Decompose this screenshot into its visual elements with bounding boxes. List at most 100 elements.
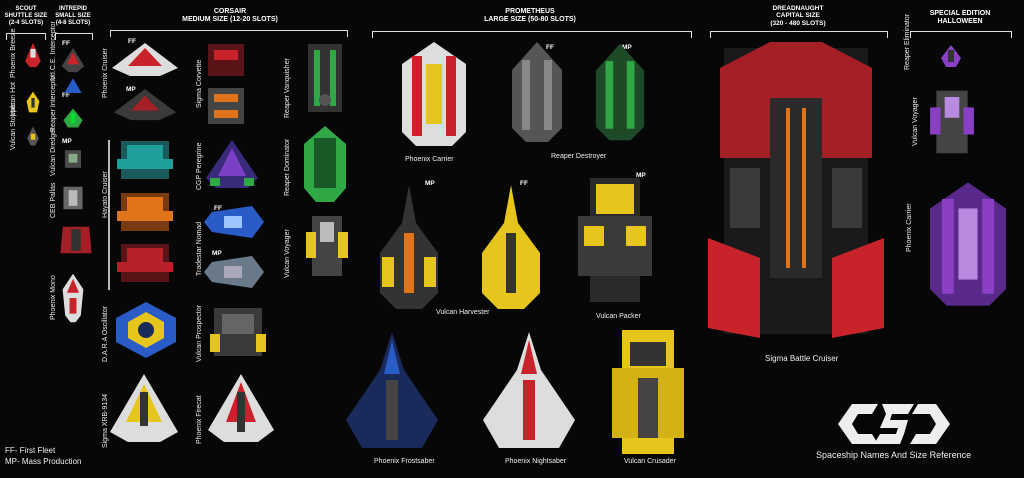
header-special-line2: HALLOWEEN: [937, 18, 983, 26]
header-scout-line3: (2-4 SLOTS): [8, 19, 44, 26]
tag-ff-phoenix-cruiser: FF: [128, 38, 136, 45]
label-phoenix-mono: Phoenix Mono: [50, 275, 57, 320]
ship-vulcan-voyager: [304, 214, 350, 278]
header-corsair: CORSAIR MEDIUM SIZE (12-20 SLOTS): [110, 8, 350, 24]
tag-mp-reaper-destroyer: MP: [622, 44, 632, 51]
ship-sigma-corvette-2: [204, 86, 248, 126]
label-dara-oscillator: D.A.R.A Oscillator: [102, 305, 109, 362]
ship-phoenix-frostsaber: [342, 330, 442, 450]
label-phoenix-frostsaber: Phoenix Frostsaber: [374, 458, 435, 465]
ship-reaper-eliminator: [940, 44, 962, 68]
bracket-prometheus: [372, 31, 692, 38]
label-reaper-destroyer: Reaper Destroyer: [551, 153, 607, 160]
ship-hayato-red: [114, 240, 176, 286]
label-phoenix-cruiser: Phoenix Cruiser: [102, 48, 109, 98]
ship-vulcan-dredger: [62, 145, 84, 173]
header-scout-line2: SHUTTLE SIZE: [4, 12, 48, 19]
header-prometheus: PROMETHEUS LARGE SIZE (50-80 SLOTS): [370, 8, 690, 24]
logo-caption: Spaceship Names And Size Reference: [816, 450, 972, 460]
ship-sigma-xrb: [108, 372, 180, 444]
label-sigma-corvette: Sigma Corvette: [196, 59, 203, 108]
header-dreadnaught-line3: (320 - 480 SLOTS): [770, 19, 826, 27]
bracket-intrepid: [55, 33, 93, 40]
ship-ceb-pallas: [60, 182, 86, 214]
label-phoenix-carrier: Phoenix Carrier: [405, 156, 454, 163]
label-phoenix-nightsaber: Phoenix Nightsaber: [505, 458, 567, 465]
tag-ff-vulcan-harvester: FF: [520, 180, 528, 187]
tag-ff-reaper-interceptor: FF: [62, 92, 70, 99]
ship-reaper-dominator: [300, 124, 350, 204]
tag-mp-dredger: MP: [62, 138, 72, 145]
label-halloween-vulcan-voyager: Vulcan Voyager: [912, 97, 919, 146]
ship-phoenix-firecat: [206, 372, 276, 444]
label-reaper-dominator: Reaper Dominator: [284, 138, 291, 196]
tag-ff-vice: FF: [62, 40, 70, 47]
ship-phoenix-cruiser-mp: [110, 88, 180, 122]
ship-vice-blue: [62, 77, 84, 97]
legend: FF- First Fleet MP- Mass Production: [5, 446, 81, 468]
ship-tradestar-nomad-ff: [202, 204, 266, 240]
ship-vice-interceptor: [60, 47, 86, 73]
ship-halloween-phoenix-carrier: [924, 180, 1012, 308]
ship-vulcan-harvester-mp: [376, 183, 442, 313]
header-prometheus-line2: LARGE SIZE (50-80 SLOTS): [484, 16, 576, 24]
ship-phoenix-mono: [60, 272, 86, 324]
label-vulcan-stopper: Vulcan Stopper: [10, 102, 17, 150]
ship-reaper-destroyer-ff: [508, 40, 566, 144]
header-scout: SCOUT SHUTTLE SIZE (2-4 SLOTS): [2, 6, 50, 27]
label-phoenix-firecat: Phoenix Firecat: [196, 395, 203, 444]
header-dreadnaught-line1: DREADNAUGHT: [772, 5, 824, 12]
header-intrepid: INTREPID SMALL SIZE (4-8 SLOTS): [50, 6, 96, 27]
ship-phoenix-nightsaber: [476, 330, 582, 450]
ship-vulcan-stopper: [24, 125, 42, 147]
label-vulcan-voyager: Vulcan Voyager: [284, 229, 291, 278]
hayato-bracket-line: [108, 140, 110, 290]
tag-mp-phoenix-cruiser: MP: [126, 86, 136, 93]
ship-vulcan-hot: [24, 90, 42, 114]
header-intrepid-line2: SMALL SIZE: [55, 12, 91, 19]
label-ceb-pallas: CEB Pallas: [50, 182, 57, 218]
header-dreadnaught: DREADNAUGHT CAPITAL SIZE (320 - 480 SLOT…: [708, 5, 888, 27]
ship-vulcan-packer: [576, 176, 654, 304]
legend-mp: MP- Mass Production: [5, 456, 82, 466]
ship-phoenix-carrier: [398, 40, 470, 148]
bracket-corsair: [110, 30, 348, 37]
label-reaper-interceptor: Reaper Interceptor: [50, 73, 57, 132]
label-vulcan-dredger: Vulcan Dredger: [50, 127, 57, 176]
ship-hayato-teal: [114, 137, 176, 183]
ship-tradestar-nomad-mp: [202, 254, 266, 290]
label-cgp-peregrine: CGP Peregrine: [196, 142, 203, 190]
header-intrepid-line3: (4-8 SLOTS): [55, 19, 91, 26]
ship-phoenix-cruiser-ff: [110, 42, 180, 78]
ship-reaper-vanquisher: [302, 40, 348, 116]
label-sigma-battle-cruiser: Sigma Battle Cruiser: [765, 354, 839, 363]
ship-ceb-pallas-red: [58, 222, 94, 258]
tag-mp-tradestar: MP: [212, 250, 222, 257]
label-phoenix-breeze: Phoenix Breeze: [10, 28, 17, 78]
bracket-special: [910, 31, 1012, 38]
ship-halloween-vulcan-voyager: [928, 88, 976, 156]
ship-sigma-battle-cruiser: [700, 38, 892, 344]
header-prometheus-line1: PROMETHEUS: [505, 8, 555, 15]
header-corsair-line1: CORSAIR: [213, 8, 247, 15]
bracket-dreadnaught: [710, 31, 888, 38]
label-vulcan-prospector: Vulcan Prospector: [196, 305, 203, 362]
ship-phoenix-breeze: [24, 42, 42, 68]
ship-vulcan-prospector: [206, 304, 270, 360]
tag-ff-phoenix-carrier: FF: [546, 44, 554, 51]
header-special-line1: SPECIAL EDITION: [929, 10, 991, 17]
tag-mp-vulcan-packer: MP: [636, 172, 646, 179]
label-reaper-vanquisher: Reaper Vanquisher: [284, 58, 291, 118]
header-special: SPECIAL EDITION HALLOWEEN: [905, 10, 1015, 26]
header-scout-line1: SCOUT: [15, 6, 37, 12]
csi-logo: [838, 402, 950, 446]
ship-reaper-interceptor: [62, 106, 84, 130]
label-reaper-eliminator: Reaper Eliminator: [904, 13, 911, 70]
ship-cgp-peregrine: [204, 138, 260, 190]
label-vice-interceptor: V.I.C.E. Interceptor: [50, 21, 57, 80]
header-intrepid-line1: INTREPID: [58, 6, 87, 12]
ship-vulcan-harvester-ff: [472, 183, 550, 313]
ship-dara-oscillator: [112, 300, 180, 360]
ship-reaper-destroyer-mp: [592, 40, 648, 144]
label-vulcan-crusader: Vulcan Crusader: [624, 458, 676, 465]
